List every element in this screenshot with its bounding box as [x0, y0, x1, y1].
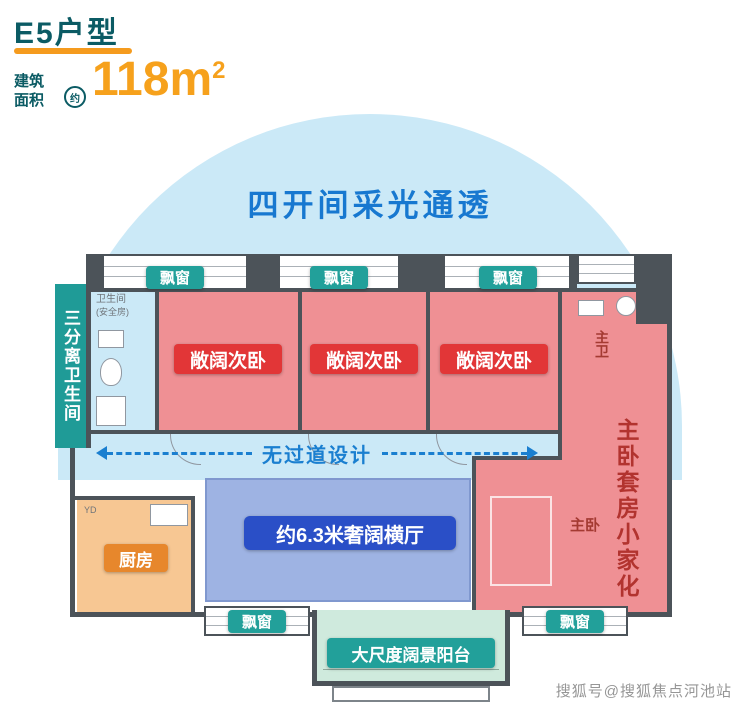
- bed-icon: [490, 496, 552, 586]
- wall: [426, 288, 430, 434]
- master-sink-icon: [578, 300, 604, 316]
- balcony-window-line: [323, 669, 499, 670]
- bay-window-badge: 飘窗: [146, 266, 204, 289]
- wall: [472, 456, 476, 616]
- wall: [75, 496, 195, 500]
- master-toilet-icon: [616, 296, 636, 316]
- wall: [191, 496, 195, 616]
- title-underline: [14, 48, 132, 54]
- wall: [400, 254, 443, 290]
- right-arrowhead-icon: [527, 446, 538, 460]
- hero-headline: 四开间采光通透: [247, 188, 493, 223]
- bay-window-badge: 飘窗: [546, 610, 604, 633]
- kitchen-badge: 厨房: [104, 544, 168, 572]
- bay-window-badge: 飘窗: [228, 610, 286, 633]
- sink-icon: [98, 330, 124, 348]
- bay-window: [577, 254, 636, 284]
- wall: [571, 254, 577, 290]
- guest-bath-label: 卫生间 (安全房): [96, 294, 129, 318]
- bedroom-badge: 敞阔次卧: [310, 344, 418, 374]
- area-exponent: 2: [212, 57, 226, 84]
- living-room-badge: 约6.3米奢阔横厅: [244, 516, 456, 550]
- guest-bath-name: 卫生间: [96, 294, 126, 305]
- no-corridor-label: 无过道设计: [262, 444, 372, 467]
- dashed-line: [382, 451, 527, 455]
- area-label-line2: 面积: [14, 92, 45, 109]
- area-label-line1: 建筑: [14, 73, 45, 90]
- balcony-badge: 大尺度阔景阳台: [327, 638, 495, 668]
- watermark: 搜狐号@搜狐焦点河池站: [555, 683, 732, 700]
- wall: [298, 288, 302, 434]
- approx-badge: 约: [64, 86, 86, 108]
- left-arrowhead-icon: [96, 446, 107, 460]
- wall: [70, 444, 75, 616]
- wall: [155, 288, 159, 434]
- no-corridor-annotation: 无过道设计: [96, 440, 538, 467]
- area-value: 118m2: [92, 52, 225, 107]
- area-number: 118m: [92, 53, 213, 106]
- bay-window-badge: 飘窗: [479, 266, 537, 289]
- bedroom-badge: 敞阔次卧: [174, 344, 282, 374]
- dashed-line: [107, 451, 252, 455]
- toilet-icon: [100, 358, 122, 386]
- wall: [86, 254, 91, 448]
- shower-icon: [96, 396, 126, 426]
- wall: [667, 254, 672, 616]
- wall: [558, 288, 562, 460]
- area-label: 建筑 面积: [14, 72, 44, 110]
- master-suite-area: [562, 292, 667, 612]
- bay-window-badge: 飘窗: [310, 266, 368, 289]
- master-suite-label: 主卧套房小家化: [613, 418, 639, 600]
- kitchen-code-label: YD: [84, 505, 97, 515]
- wall: [91, 430, 562, 434]
- wall: [248, 254, 278, 290]
- stove-icon: [150, 504, 188, 526]
- balcony-ledge: [332, 686, 490, 702]
- unit-type-title: E5户型: [14, 17, 119, 50]
- master-bed-label: 主卧: [570, 517, 601, 534]
- wall: [86, 288, 672, 292]
- guest-bath-sub: (安全房): [96, 306, 129, 317]
- wall: [472, 456, 562, 460]
- bathroom-strip-label: 三分离卫生间: [55, 284, 86, 448]
- bedroom-badge: 敞阔次卧: [440, 344, 548, 374]
- master-bath-label: 主卫: [594, 330, 610, 358]
